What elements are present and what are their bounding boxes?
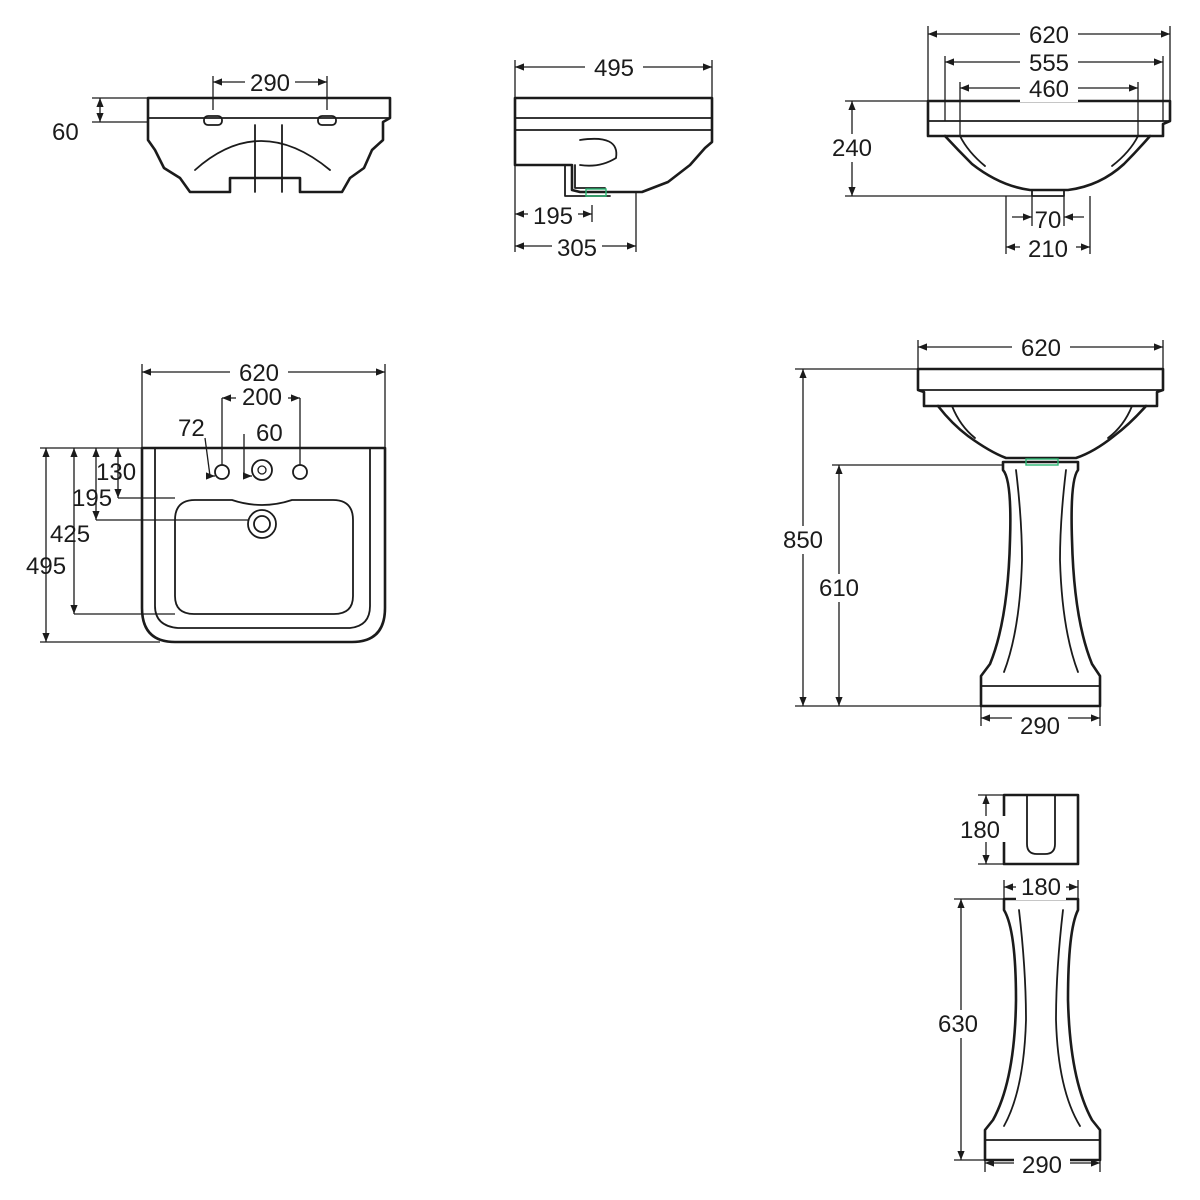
dimension-630-height: 630 [932,898,1004,1161]
dimension-130: 130 [96,448,175,499]
dimension-195-waste: 195 [514,165,593,252]
dimension-210-base: 210 [1005,196,1091,263]
dimension-555-mid-width: 555 [944,50,1164,121]
dimension-850-height: 850 [776,368,981,707]
dim-label-180-height: 180 [960,817,1000,844]
dim-label-620-plan: 620 [239,360,279,387]
dimension-290-assembly-base: 290 [980,706,1101,740]
dimension-70-waste: 70 [1012,196,1084,234]
dim-label-290-pedestal: 290 [1022,1152,1062,1179]
tap-hole-right-icon [292,464,308,480]
dim-label-495: 495 [594,55,634,82]
dim-label-240: 240 [832,135,872,162]
assembly-outline [916,367,1165,708]
dim-label-60-hole: 60 [256,420,283,447]
basin-side-view: 495 195 305 [513,54,714,262]
dim-label-850: 850 [783,527,823,554]
pedestal-front-view: 180 630 290 [932,874,1102,1179]
dim-label-290-assembly: 290 [1020,713,1060,740]
dimension-495-depth: 495 [514,54,713,98]
overflow-marker-icon [585,188,607,197]
dimension-610-height: 610 [812,464,1003,706]
tap-hole-right-icon [317,115,337,126]
tap-hole-left-icon [214,464,230,480]
basin-front-view-top: 290 60 [52,70,392,194]
dim-label-210: 210 [1028,236,1068,263]
tap-hole-centre-icon [251,459,273,481]
dimension-240-height: 240 [824,100,1032,197]
dim-label-555: 555 [1029,50,1069,77]
dim-label-200: 200 [242,384,282,411]
dimension-290-pedestal-base: 290 [984,1152,1101,1179]
dimension-60-rim-height: 60 [52,97,148,146]
dimension-180-width: 180 [1003,874,1079,901]
dim-label-425: 425 [50,521,90,548]
dim-label-620-assembly: 620 [1021,335,1061,362]
dimension-60-hole: 60 [243,420,283,480]
dim-label-130: 130 [96,459,136,486]
dim-label-72: 72 [178,415,205,442]
dim-label-70: 70 [1035,207,1062,234]
dim-label-460: 460 [1029,76,1069,103]
dimension-425: 425 [50,448,175,615]
basin-front-view-right: 620 555 460 240 70 [824,22,1172,263]
basin-outline [146,96,392,194]
dimension-305-projection: 305 [515,192,637,262]
dimension-180-height: 180 [956,794,1006,865]
dimension-620-overall-width: 620 [927,22,1171,101]
dim-label-620-top: 620 [1029,22,1069,49]
dim-label-60: 60 [52,119,79,146]
dim-label-495-plan: 495 [26,553,66,580]
pedestal-top-view: 180 [956,793,1080,866]
dimension-195: 195 [72,448,248,521]
overflow-marker-icon [1025,458,1059,466]
dim-label-305: 305 [557,235,597,262]
dimension-620-assembly: 620 [917,335,1164,369]
basin-front-outline [926,99,1172,197]
dim-label-290: 290 [250,70,290,97]
basin-plan-view: 620 200 72 60 130 195 [26,360,387,644]
dimension-495: 495 [26,447,160,643]
dim-label-195-plan: 195 [72,485,112,512]
basin-plan-outline [140,446,387,644]
dimension-200-tap-centres: 200 [221,384,301,465]
dim-label-195: 195 [533,203,573,230]
dimension-460-bowl-width: 460 [959,76,1139,136]
dim-label-630: 630 [938,1011,978,1038]
dimension-290-tap-spacing: 290 [212,70,328,110]
dim-label-610: 610 [819,575,859,602]
tap-hole-left-icon [203,115,223,126]
dimension-620-width: 620 [141,360,386,448]
dim-label-180-width: 180 [1021,874,1061,901]
dimension-72: 72 [178,415,215,480]
basin-pedestal-assembly: 620 850 610 290 [776,335,1165,740]
basin-side-outline [513,96,714,197]
waste-outlet-icon [247,509,277,539]
